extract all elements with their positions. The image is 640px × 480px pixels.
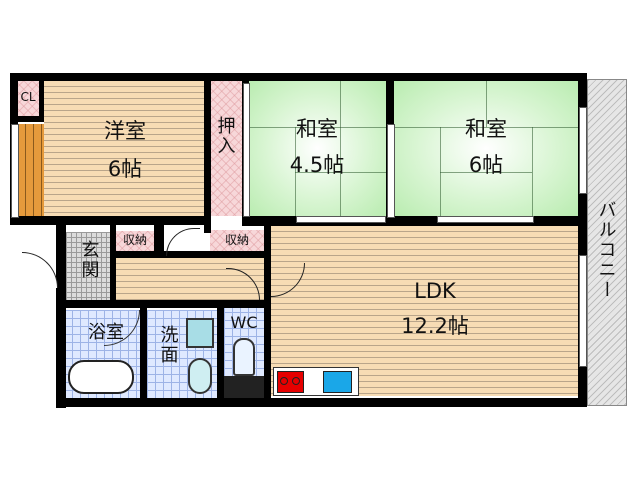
oshiire-label: 押入 bbox=[214, 116, 236, 156]
balcony-label: バルコニー bbox=[595, 200, 617, 300]
window-oshiire bbox=[243, 83, 250, 217]
washbasin-icon bbox=[188, 358, 212, 394]
storage-1 bbox=[116, 231, 154, 251]
window-west bbox=[11, 124, 19, 218]
washroom-label: 洗面 bbox=[157, 325, 179, 365]
ldk-size: 12.2帖 bbox=[401, 314, 469, 338]
bathtub-icon bbox=[68, 360, 134, 394]
window-jroom2-sliding bbox=[437, 216, 534, 223]
window-balcony-upper bbox=[579, 107, 587, 194]
entrance-door[interactable] bbox=[22, 252, 58, 288]
storage-2 bbox=[210, 230, 264, 252]
closet-cl bbox=[17, 81, 39, 117]
window-jroom-divider bbox=[387, 124, 395, 218]
oshiire bbox=[210, 81, 242, 216]
japanese-room-1-size: 4.5帖 bbox=[289, 153, 345, 177]
western-room-size: 6帖 bbox=[107, 157, 143, 181]
storage-2-label: 収納 bbox=[224, 233, 249, 247]
western-room-closet-floor bbox=[18, 124, 44, 224]
ldk-name: LDK bbox=[414, 279, 456, 303]
sink-icon bbox=[323, 371, 352, 393]
toilet-icon bbox=[233, 338, 255, 376]
closet-cl-label: CL bbox=[20, 90, 36, 104]
japanese-room-1 bbox=[249, 81, 386, 216]
western-room-name: 洋室 bbox=[104, 119, 146, 143]
washing-machine-icon bbox=[186, 318, 214, 348]
western-room bbox=[44, 81, 204, 216]
entrance bbox=[66, 232, 110, 300]
stove-icon bbox=[277, 371, 304, 393]
toilet-label: WC bbox=[230, 313, 258, 332]
window-jroom1-sliding bbox=[296, 216, 386, 223]
balcony bbox=[587, 79, 627, 406]
window-balcony-lower bbox=[579, 255, 587, 367]
entrance-label: 玄関 bbox=[78, 240, 100, 280]
japanese-room-2-size: 6帖 bbox=[468, 153, 504, 177]
washroom bbox=[147, 310, 217, 399]
storage-1-label: 収納 bbox=[122, 233, 147, 247]
western-room-door[interactable] bbox=[166, 228, 200, 256]
japanese-room-2-name: 和室 bbox=[465, 117, 507, 141]
japanese-room-1-name: 和室 bbox=[296, 117, 338, 141]
